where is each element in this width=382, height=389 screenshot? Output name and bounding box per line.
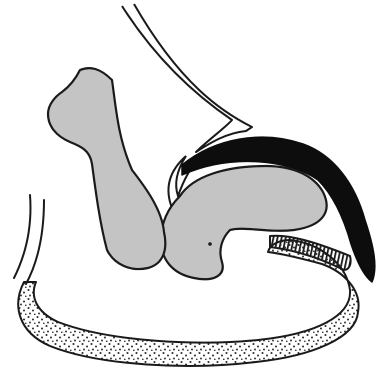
upper-thin-tube xyxy=(122,4,252,152)
mass-dot xyxy=(208,242,212,246)
grey-upper-block xyxy=(48,68,165,269)
grey-lower-mass xyxy=(161,166,327,279)
left-thin-tube xyxy=(14,195,44,284)
